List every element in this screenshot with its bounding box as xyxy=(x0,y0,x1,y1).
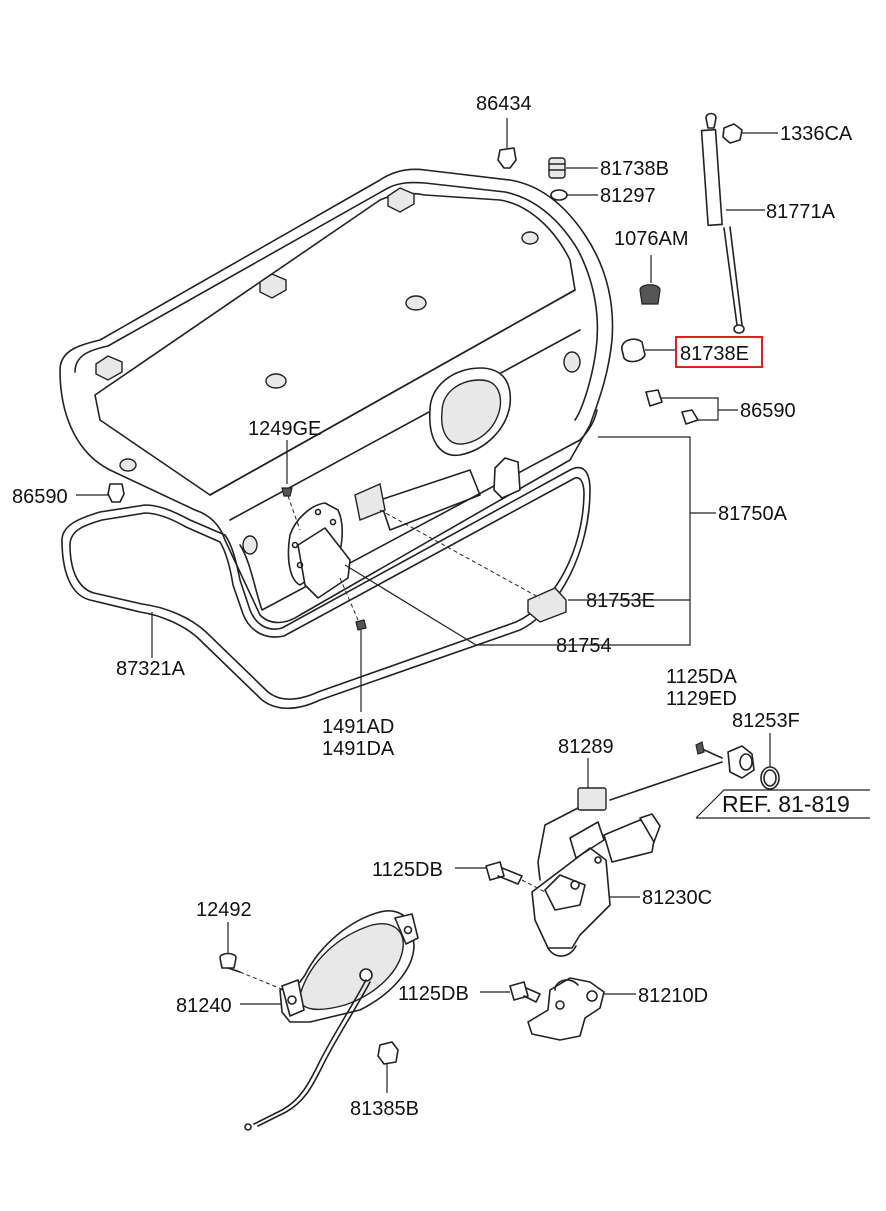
label-86434[interactable]: 86434 xyxy=(476,93,532,115)
label-1491AD[interactable]: 1491AD xyxy=(322,716,394,738)
label-81754[interactable]: 81754 xyxy=(556,635,612,657)
leader-81754 xyxy=(344,564,477,646)
bolt-1125DB-lower xyxy=(480,981,541,1003)
label-1249GE[interactable]: 1249GE xyxy=(248,418,321,440)
label-1125DB-upper[interactable]: 1125DB xyxy=(372,859,443,881)
label-1125DB-lower[interactable]: 1125DB xyxy=(398,983,469,1005)
screw-12492 xyxy=(219,922,285,991)
label-1076AM[interactable]: 1076AM xyxy=(614,228,689,250)
release-handle-81240 xyxy=(240,910,419,1023)
clips-86590-right xyxy=(645,389,738,425)
label-86590-right[interactable]: 86590 xyxy=(740,400,796,422)
label-81753E[interactable]: 81753E xyxy=(586,590,655,612)
key-cylinder-81253F xyxy=(727,733,780,790)
label-81297[interactable]: 81297 xyxy=(600,185,656,207)
bumper-1076AM xyxy=(639,255,661,305)
label-81289[interactable]: 81289 xyxy=(558,736,614,758)
pad-81753E xyxy=(379,509,567,623)
label-81230C[interactable]: 81230C xyxy=(642,887,712,909)
bumper-81738E xyxy=(621,338,676,363)
label-1129ED[interactable]: 1129ED xyxy=(666,688,737,710)
bumper-81738B xyxy=(548,157,598,179)
nut-1336CA xyxy=(722,123,778,144)
part-labels: 86434 81738B 81297 1336CA 81771A 1076AM … xyxy=(12,93,853,1120)
label-ref[interactable]: REF. 81-819 xyxy=(722,791,850,817)
label-81253F[interactable]: 81253F xyxy=(732,710,800,732)
label-1125DA[interactable]: 1125DA xyxy=(666,666,737,688)
trunk-lid xyxy=(59,168,614,624)
rod-81289 xyxy=(537,758,723,881)
label-81210D[interactable]: 81210D xyxy=(638,985,708,1007)
washer-81297 xyxy=(550,189,598,201)
label-87321A[interactable]: 87321A xyxy=(116,658,186,680)
bolt-1125DB-upper xyxy=(455,861,546,893)
clip-86590-left xyxy=(76,483,125,503)
striker-81210D xyxy=(527,977,636,1041)
label-81771A[interactable]: 81771A xyxy=(766,201,836,223)
screw-1249GE xyxy=(281,440,301,531)
weatherstrip xyxy=(61,466,591,710)
latch-81230C xyxy=(531,813,661,957)
label-12492[interactable]: 12492 xyxy=(196,899,252,921)
leader-81750A xyxy=(476,436,716,646)
label-81738B[interactable]: 81738B xyxy=(600,158,669,180)
label-1491DA[interactable]: 1491DA xyxy=(322,738,395,760)
selected-part-highlight xyxy=(675,336,763,368)
screw-1491AD xyxy=(339,577,367,712)
clip-86434 xyxy=(497,118,517,169)
label-81385B[interactable]: 81385B xyxy=(350,1098,419,1120)
gas-strut-81771A xyxy=(700,112,765,334)
screw-1125DA xyxy=(695,741,723,759)
label-1336CA[interactable]: 1336CA xyxy=(780,123,853,145)
ref-line xyxy=(695,789,870,819)
label-81738E[interactable]: 81738E xyxy=(680,343,749,365)
label-81240[interactable]: 81240 xyxy=(176,995,232,1017)
label-81750A[interactable]: 81750A xyxy=(718,503,788,525)
cable-81385B xyxy=(244,979,399,1131)
label-86590-left[interactable]: 86590 xyxy=(12,486,68,508)
